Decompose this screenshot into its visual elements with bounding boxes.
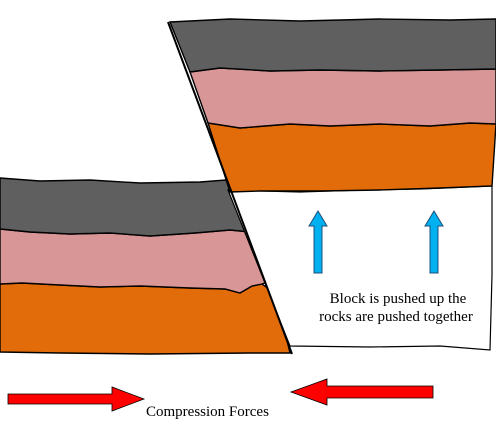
right-arrow-icon xyxy=(7,386,146,412)
upper-block-middle-layer xyxy=(189,67,496,129)
fault-line xyxy=(167,21,293,355)
up-arrow-icon xyxy=(308,210,328,274)
uplift-arrows xyxy=(308,210,444,274)
lower-block-top-layer xyxy=(0,177,251,237)
uplift-caption-line-1: Block is pushed up the xyxy=(330,291,467,307)
lower-block xyxy=(0,177,291,355)
up-arrow-icon xyxy=(424,210,444,274)
upper-block xyxy=(168,18,496,351)
lower-block-middle-layer xyxy=(0,228,271,294)
upper-block-bottom-layer xyxy=(206,122,496,193)
compression-caption: Compression Forces xyxy=(146,404,269,420)
upper-block-top-layer xyxy=(168,18,496,73)
left-arrow-icon xyxy=(289,378,434,406)
uplift-caption-line-2: rocks are pushed together xyxy=(319,309,473,325)
lower-block-bottom-layer xyxy=(0,282,291,355)
compression-arrows xyxy=(7,378,434,412)
